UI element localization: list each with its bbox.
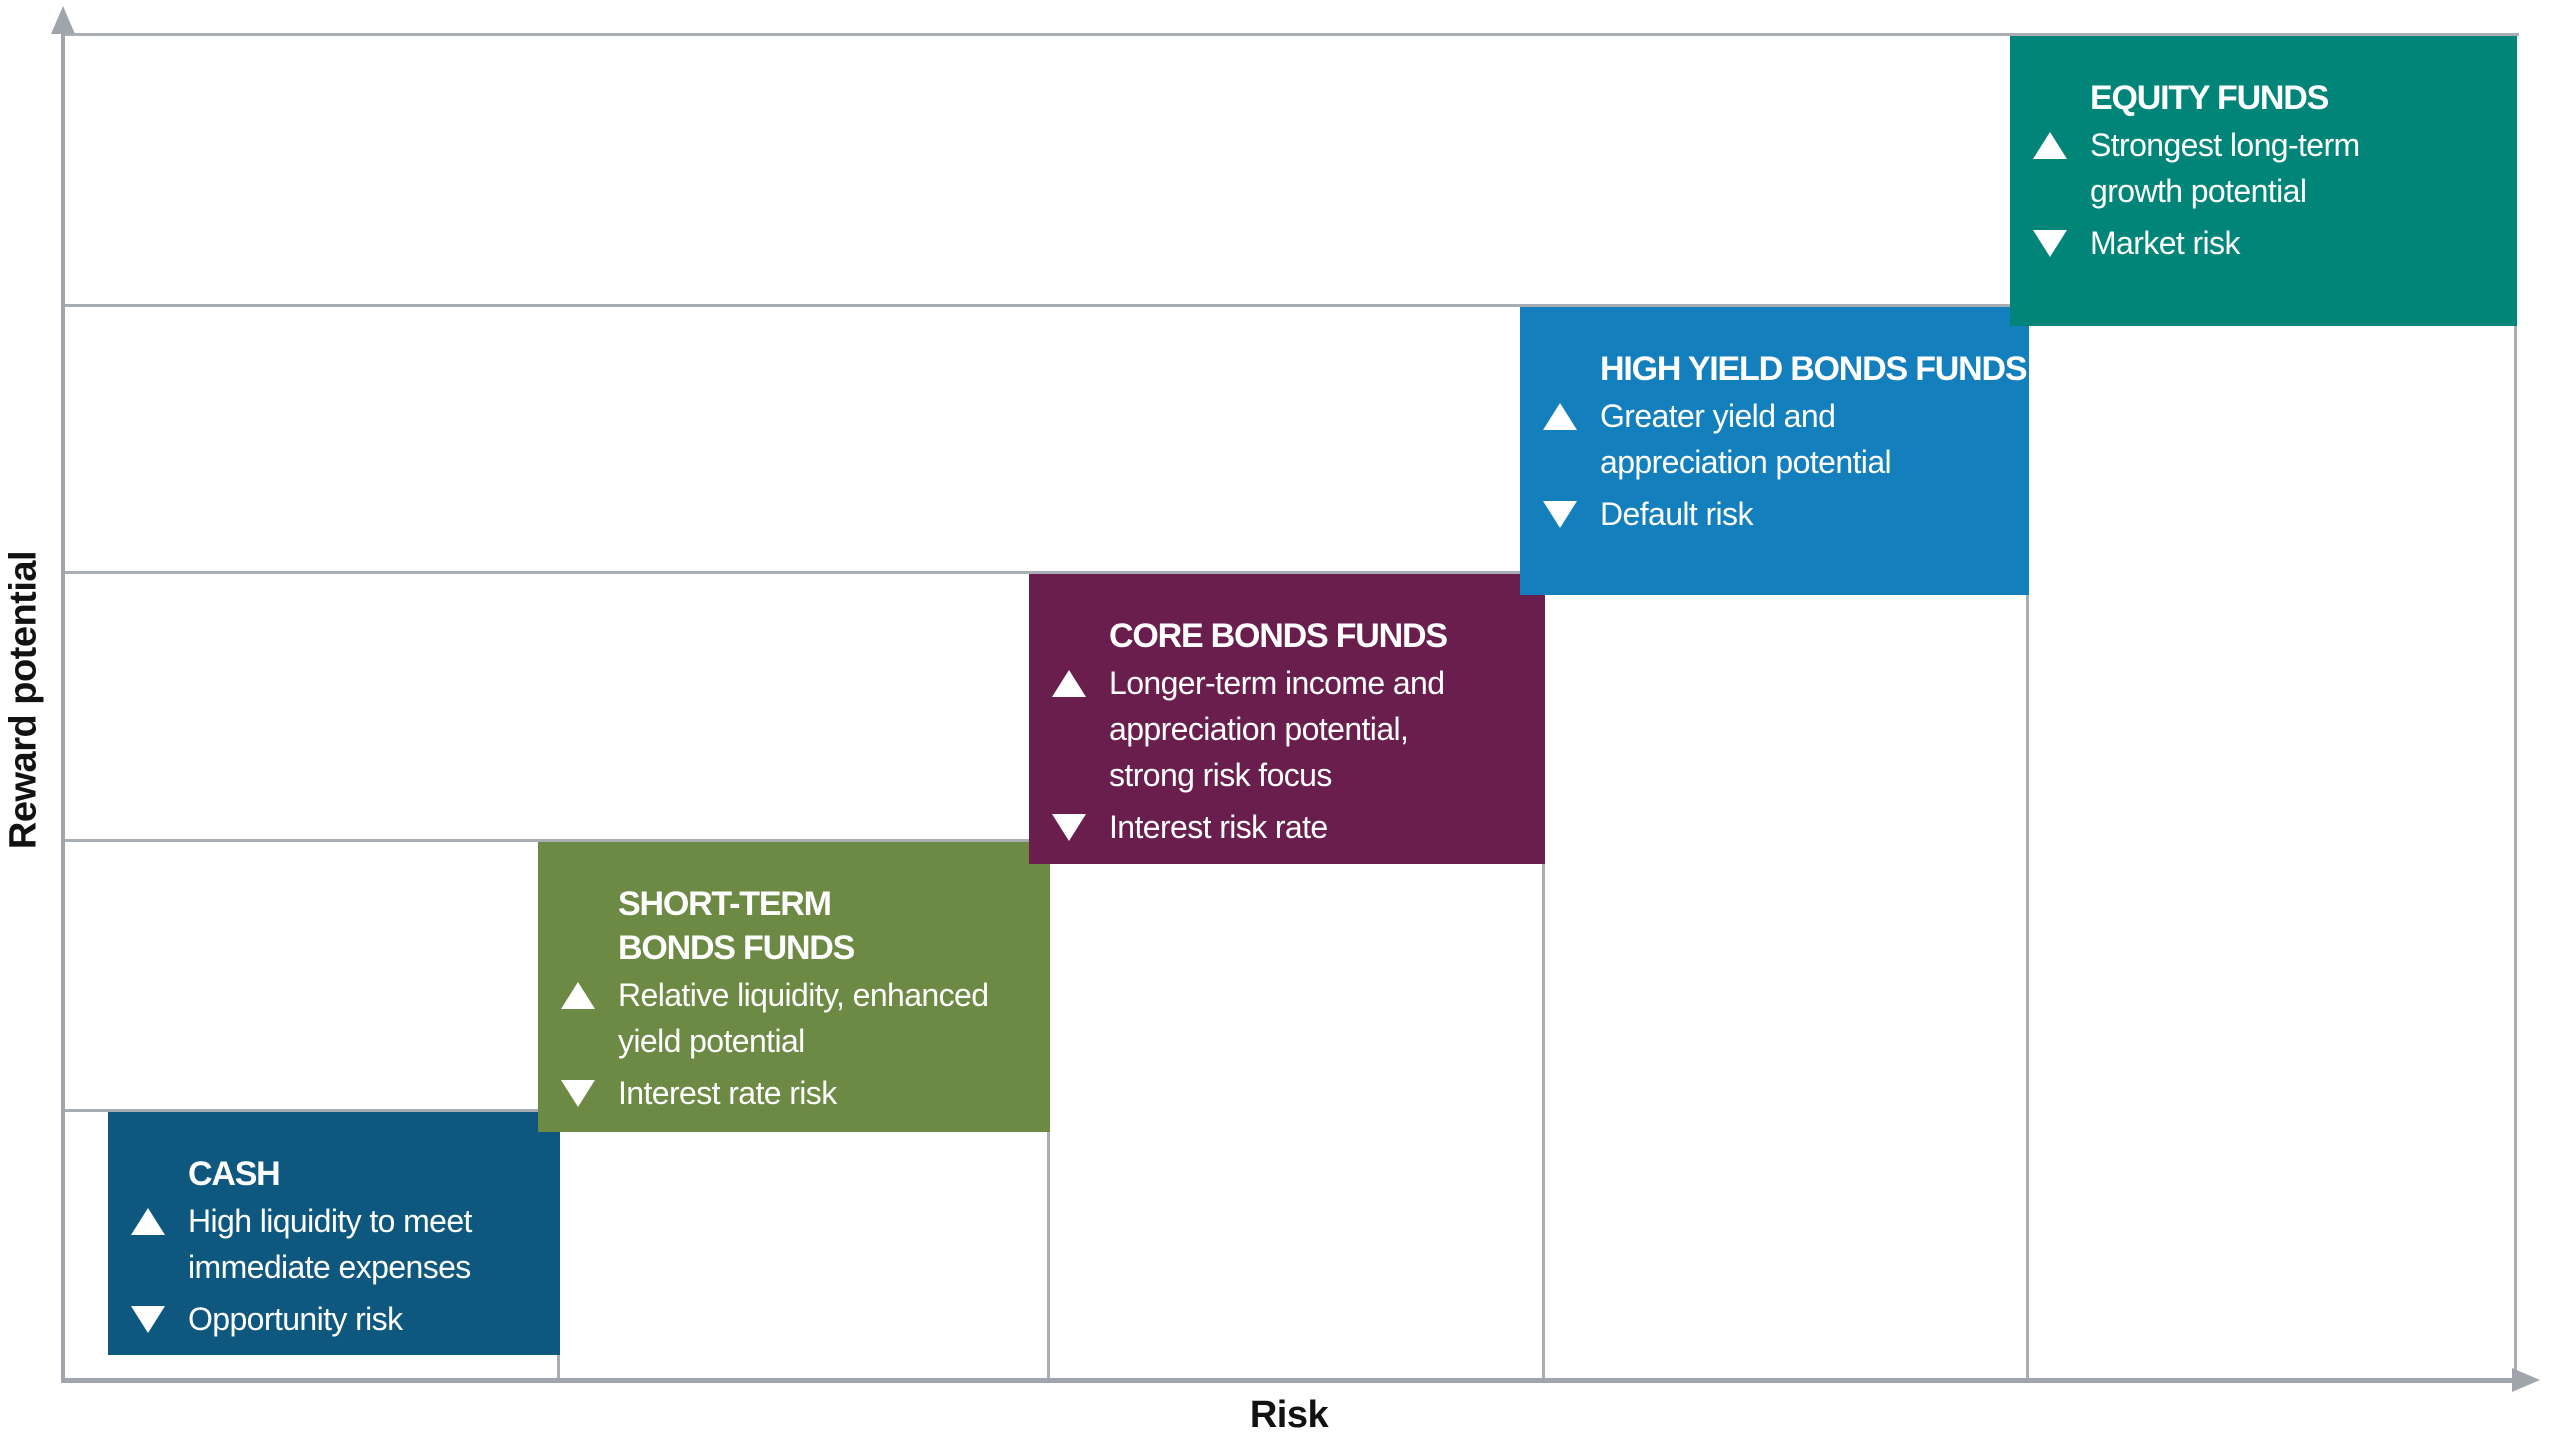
fund-benefit-text: Relative liquidity, enhanced yield poten… [618, 977, 989, 1059]
fund-title: CORE BONDS FUNDS [1109, 617, 1448, 655]
triangle-up-icon [1538, 393, 1600, 439]
fund-risk-row: Market risk [2028, 220, 2503, 266]
fund-benefit-row: High liquidity to meet immediate expense… [126, 1198, 546, 1290]
fund-benefit-row: Longer-term income and appreciation pote… [1047, 660, 1531, 798]
triangle-up-icon [126, 1198, 188, 1244]
fund-risk-text: Interest rate risk [618, 1075, 837, 1111]
fund-risk-row: Opportunity risk [126, 1296, 546, 1342]
fund-benefit-text: Strongest long-term growth potential [2090, 127, 2360, 209]
fund-title: SHORT-TERM BONDS FUNDS [618, 885, 855, 967]
gridline-step-2-top [63, 839, 1052, 842]
triangle-down-icon [1538, 491, 1600, 537]
fund-risk-row: Interest risk rate [1047, 804, 1531, 850]
triangle-down-icon [1047, 804, 1109, 850]
fund-box-equity: EQUITY FUNDS Strongest long-term growth … [2010, 36, 2517, 326]
fund-risk-row: Interest rate risk [556, 1070, 1036, 1116]
y-axis-label: Reward potential [2, 550, 45, 850]
gridline-step-5-right [2514, 33, 2517, 1380]
triangle-up-icon [1047, 660, 1109, 706]
fund-box-cash: CASH High liquidity to meet immediate ex… [108, 1112, 560, 1355]
x-axis-arrow-icon [2512, 1368, 2540, 1392]
gridline-step-1-top [63, 1109, 562, 1112]
gridline-step-3-top [63, 571, 1547, 574]
triangle-up-icon [2028, 122, 2090, 168]
fund-box-high-yield-bonds: HIGH YIELD BONDS FUNDS Greater yield and… [1520, 307, 2029, 595]
fund-benefit-text: Longer-term income and appreciation pote… [1109, 665, 1445, 793]
fund-risk-text: Default risk [1600, 496, 1753, 532]
fund-box-short-term-bonds: SHORT-TERM BONDS FUNDS Relative liquidit… [538, 842, 1050, 1132]
triangle-up-icon [556, 972, 618, 1018]
fund-benefit-text: Greater yield and appreciation potential [1600, 398, 1892, 480]
triangle-down-icon [2028, 220, 2090, 266]
y-axis-arrow-icon [51, 6, 75, 34]
fund-benefit-text: High liquidity to meet immediate expense… [188, 1203, 472, 1285]
gridline-step-3-right [1542, 571, 1545, 1380]
fund-benefit-row: Strongest long-term growth potential [2028, 122, 2503, 214]
y-axis [61, 16, 65, 1380]
triangle-down-icon [126, 1296, 188, 1342]
fund-benefit-row: Greater yield and appreciation potential [1538, 393, 2015, 485]
fund-risk-text: Opportunity risk [188, 1301, 403, 1337]
gridline-step-4-top [63, 304, 2031, 307]
triangle-down-icon [556, 1070, 618, 1116]
fund-risk-text: Market risk [2090, 225, 2240, 261]
gridline-step-5-top [63, 33, 2519, 36]
fund-title: EQUITY FUNDS [2090, 79, 2329, 117]
x-axis-label: Risk [1249, 1394, 1329, 1436]
fund-benefit-row: Relative liquidity, enhanced yield poten… [556, 972, 1036, 1064]
fund-title: HIGH YIELD BONDS FUNDS [1600, 350, 2028, 388]
x-axis [61, 1378, 2516, 1383]
fund-risk-row: Default risk [1538, 491, 2015, 537]
fund-risk-text: Interest risk rate [1109, 809, 1328, 845]
fund-box-core-bonds: CORE BONDS FUNDS Longer-term income and … [1029, 574, 1545, 864]
fund-title: CASH [188, 1155, 281, 1193]
gridline-step-4-right [2026, 304, 2029, 1380]
